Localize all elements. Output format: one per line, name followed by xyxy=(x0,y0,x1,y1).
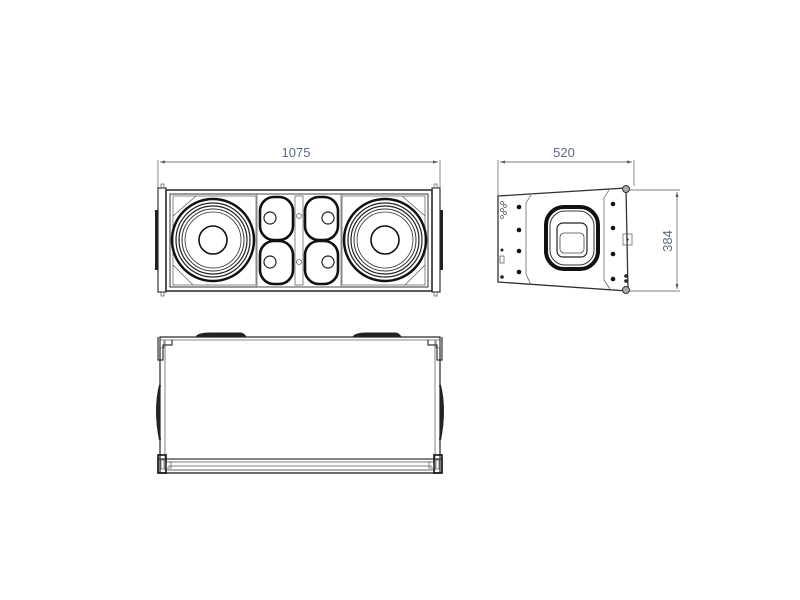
left-woofer xyxy=(170,195,257,286)
depth-dimension: 520 xyxy=(497,145,635,196)
width-dimension: 1075 xyxy=(157,145,441,190)
center-drivers xyxy=(256,193,342,288)
width-label: 1075 xyxy=(282,145,311,160)
front-view: 1075 xyxy=(155,145,443,297)
height-label: 384 xyxy=(660,230,675,252)
rigging-handle xyxy=(544,205,600,271)
depth-label: 520 xyxy=(553,145,575,160)
side-view: 520 384 xyxy=(497,145,680,294)
height-dimension: 384 xyxy=(628,189,680,292)
right-woofer xyxy=(341,195,428,286)
top-view xyxy=(156,332,444,474)
